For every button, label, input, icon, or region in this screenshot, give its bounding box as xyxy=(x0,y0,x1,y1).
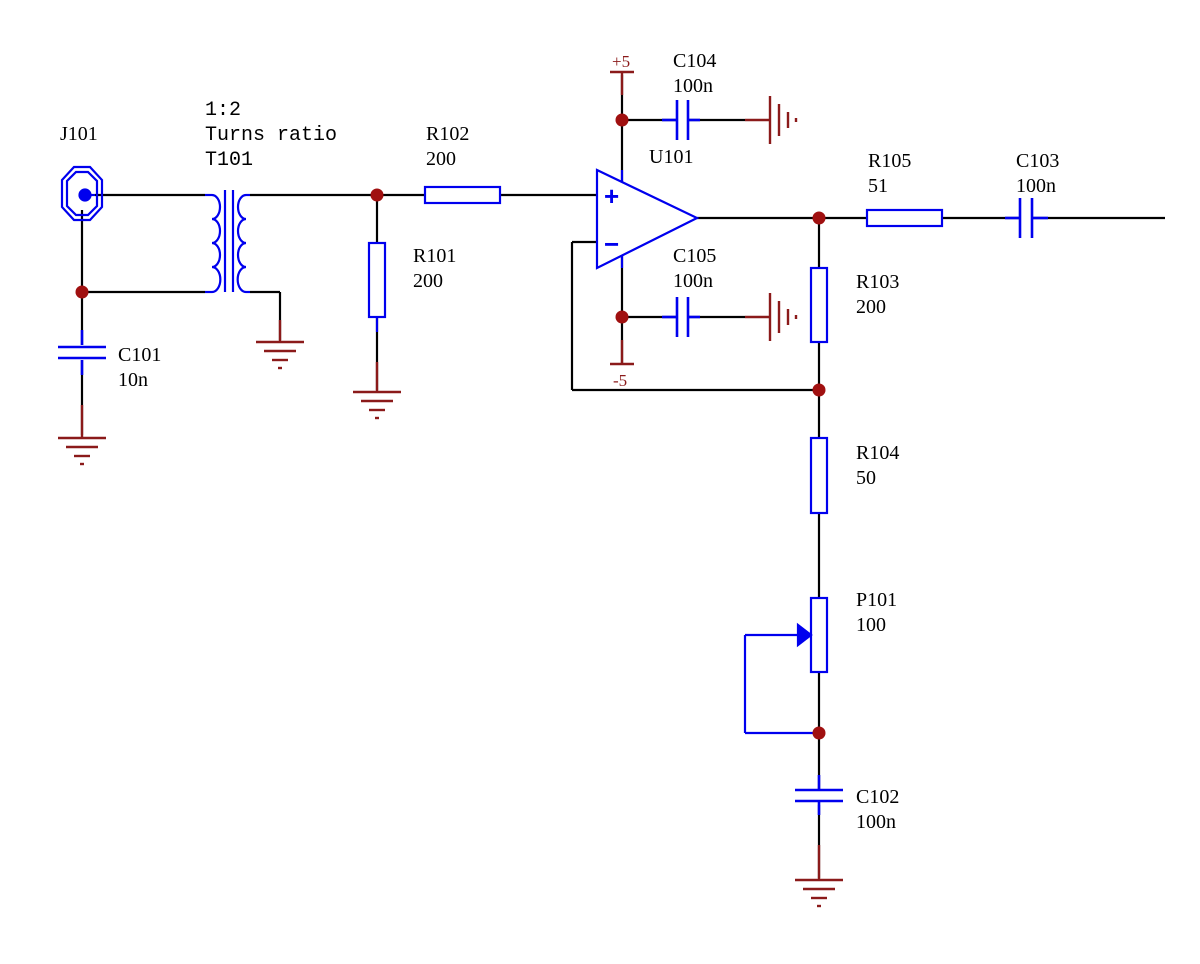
opamp-plus-sign: + xyxy=(604,181,619,211)
c105-capacitor xyxy=(662,297,700,337)
t101-note-label: Turns ratio xyxy=(205,124,337,147)
r104-label: R104 xyxy=(856,442,899,464)
r101-label: R101 xyxy=(413,245,456,267)
r104-resistor xyxy=(809,436,829,515)
r105-resistor xyxy=(865,208,944,228)
u101-label: U101 xyxy=(649,146,693,168)
u101-opamp xyxy=(595,168,700,270)
r102-resistor xyxy=(423,185,502,205)
t101-transformer xyxy=(205,190,250,294)
p101-potentiometer xyxy=(743,596,829,735)
junction-dot xyxy=(370,188,384,202)
c103-label: C103 xyxy=(1016,150,1059,172)
r102-label: R102 xyxy=(426,123,469,145)
plus-supply-label: +5 xyxy=(612,52,630,71)
c104-value: 100n xyxy=(673,75,713,97)
junction-dot xyxy=(615,310,629,324)
c104-capacitor xyxy=(662,100,700,140)
c102-label: C102 xyxy=(856,786,899,808)
r104-value: 50 xyxy=(856,467,876,489)
j101-connector xyxy=(60,165,104,222)
c101-capacitor xyxy=(58,330,106,375)
minus-supply-label: -5 xyxy=(613,371,627,390)
c103-value: 100n xyxy=(1016,175,1056,197)
c101-label: C101 xyxy=(118,344,161,366)
junction-dot xyxy=(812,383,826,397)
r101-value: 200 xyxy=(413,270,443,292)
c103-capacitor xyxy=(1005,198,1048,238)
c101-value: 10n xyxy=(118,369,148,391)
ground-symbols xyxy=(58,70,843,908)
labels: J101 1:2 Turns ratio T101 R102 200 R101 … xyxy=(60,50,1059,833)
p101-label: P101 xyxy=(856,589,897,611)
j101-label: J101 xyxy=(60,123,98,145)
r103-resistor xyxy=(809,266,829,344)
c102-value: 100n xyxy=(856,811,896,833)
r103-label: R103 xyxy=(856,271,899,293)
t101-label: T101 xyxy=(205,149,253,172)
junction-dot xyxy=(75,285,89,299)
r103-value: 200 xyxy=(856,296,886,318)
c104-label: C104 xyxy=(673,50,716,72)
c105-value: 100n xyxy=(673,270,713,292)
c102-capacitor xyxy=(795,775,843,815)
junction-dot xyxy=(812,726,826,740)
junction-dot xyxy=(812,211,826,225)
p101-value: 100 xyxy=(856,614,886,636)
r105-value: 51 xyxy=(868,175,888,197)
t101-ratio-label: 1:2 xyxy=(205,99,241,122)
r105-label: R105 xyxy=(868,150,911,172)
opamp-minus-sign: − xyxy=(604,229,619,259)
r102-value: 200 xyxy=(426,148,456,170)
r101-resistor xyxy=(367,241,387,332)
c105-label: C105 xyxy=(673,245,716,267)
junction-dot xyxy=(615,113,629,127)
junctions xyxy=(75,113,826,740)
